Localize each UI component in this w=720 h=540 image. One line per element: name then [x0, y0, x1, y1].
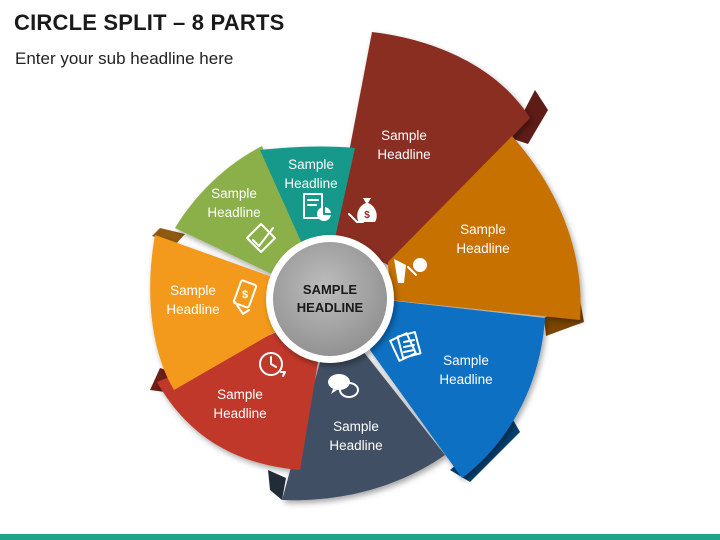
segment-teal[interactable]	[260, 146, 355, 246]
label-amber-line2: Headline	[166, 302, 219, 317]
segment-red[interactable]	[157, 330, 318, 470]
businessman-icon	[394, 258, 427, 283]
label-slate-line2: Headline	[329, 438, 382, 453]
label-blue-line2: Headline	[439, 372, 492, 387]
label-blue-line1: Sample	[443, 353, 489, 368]
segment-green[interactable]	[175, 146, 303, 276]
checkbox-icon	[246, 223, 276, 253]
label-maroon-line2: Headline	[377, 147, 430, 162]
svg-text:$: $	[242, 289, 248, 301]
label-red-line1: Sample	[217, 387, 263, 402]
label-teal-line2: Headline	[284, 176, 337, 191]
label-red-line2: Headline	[213, 406, 266, 421]
segment-maroon[interactable]	[333, 32, 530, 266]
label-amber-line1: Sample	[170, 283, 216, 298]
money-hand-icon: $	[232, 279, 258, 315]
amber-fold	[152, 228, 185, 244]
chat-bubbles-icon	[328, 374, 359, 398]
center-hub: SAMPLE HEADLINE	[266, 235, 394, 363]
hub-label: SAMPLE HEADLINE	[297, 282, 364, 315]
page-subtitle: Enter your sub headline here	[15, 49, 234, 68]
bottom-accent-bar	[0, 534, 720, 540]
hub-line2: HEADLINE	[297, 300, 364, 315]
label-green-line1: Sample	[211, 186, 257, 201]
segment-slate[interactable]	[282, 350, 445, 501]
hub-line1: SAMPLE	[303, 282, 358, 297]
label-maroon-line1: Sample	[381, 128, 427, 143]
segment-amber[interactable]	[150, 235, 278, 390]
slate-fold	[268, 470, 286, 500]
svg-text:$: $	[364, 210, 370, 221]
money-bag-hand-icon: $	[348, 198, 377, 223]
segment-orange[interactable]	[388, 136, 581, 320]
hub-circle	[273, 242, 387, 356]
report-chart-icon	[303, 193, 332, 221]
clock-icon	[259, 352, 286, 377]
label-green-line2: Headline	[207, 205, 260, 220]
page-title: CIRCLE SPLIT – 8 PARTS	[14, 10, 285, 35]
label-slate-line1: Sample	[333, 419, 379, 434]
label-orange-line1: Sample	[460, 222, 506, 237]
documents-icon	[389, 331, 422, 362]
label-orange-line2: Headline	[456, 241, 509, 256]
label-teal-line1: Sample	[288, 157, 334, 172]
